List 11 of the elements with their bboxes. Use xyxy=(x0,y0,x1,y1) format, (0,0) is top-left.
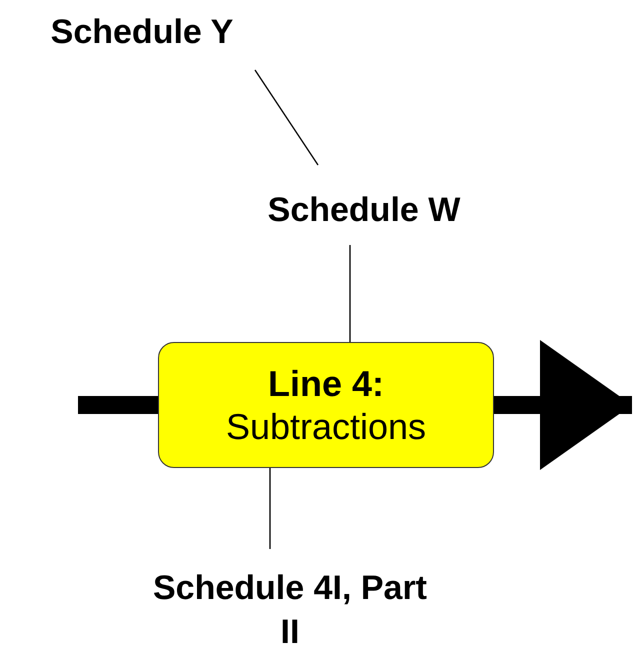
text-label: Schedule Y xyxy=(8,8,276,56)
box-text: Subtractions xyxy=(226,405,426,448)
text-label: Schedule 4I, Part II xyxy=(140,560,440,660)
thick-arrow xyxy=(494,340,632,470)
connector-line xyxy=(269,468,271,549)
thick-line xyxy=(78,396,158,414)
connector-line xyxy=(349,245,351,342)
connector-line xyxy=(254,70,319,166)
box-heading: Line 4: xyxy=(268,362,384,405)
text-label: Schedule W xyxy=(226,186,502,234)
process-box xyxy=(158,342,494,468)
